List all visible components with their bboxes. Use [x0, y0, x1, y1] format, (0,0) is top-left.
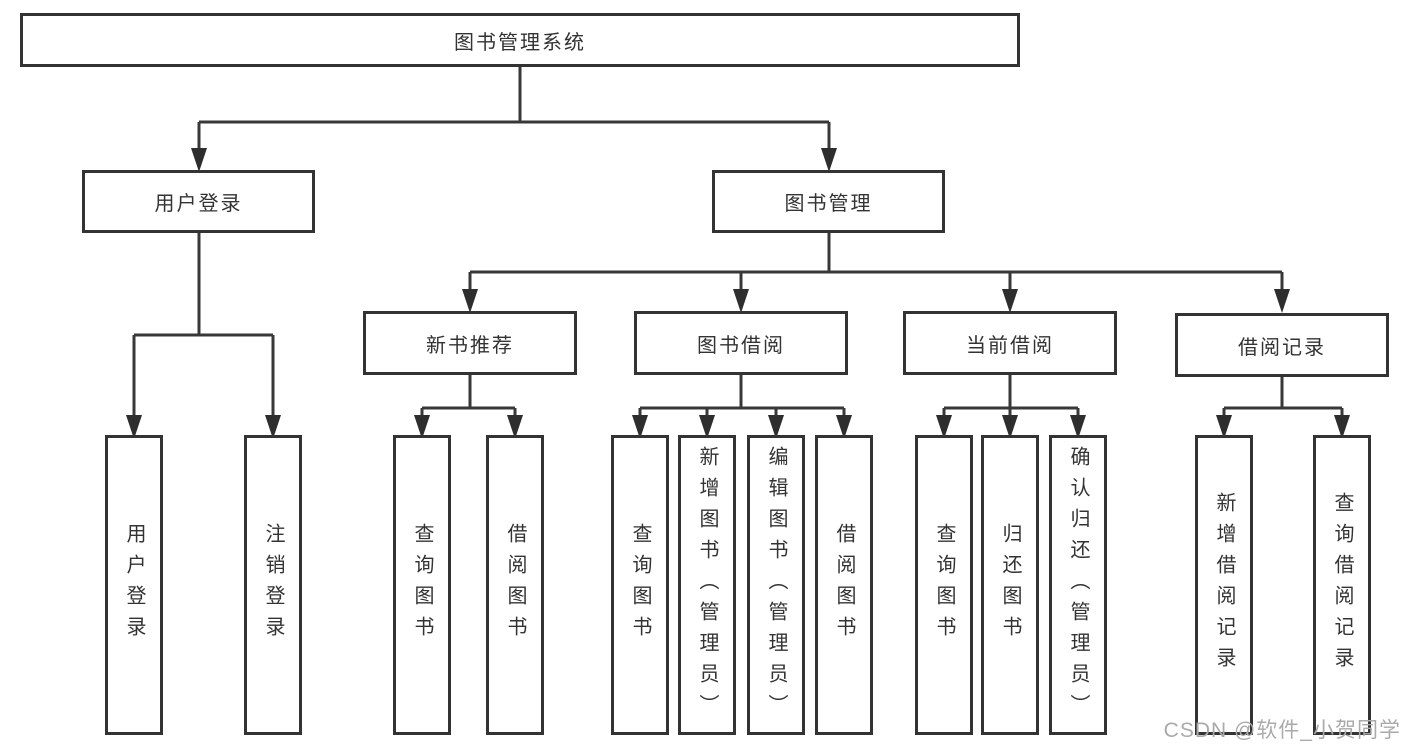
- leaf-query-books-borrow: 查询图书: [611, 435, 669, 735]
- node-new-book-recommend: 新书推荐: [363, 311, 577, 375]
- leaf-user-login: 用户登录: [105, 435, 163, 735]
- node-book-borrow: 图书借阅: [634, 311, 848, 375]
- node-current-borrow-label: 当前借阅: [966, 334, 1054, 357]
- node-root-label: 图书管理系统: [454, 31, 586, 54]
- leaf-borrow-books: 借阅图书: [815, 435, 873, 735]
- node-book-management: 图书管理: [712, 170, 945, 233]
- node-root: 图书管理系统: [20, 13, 1020, 67]
- leaf-confirm-return-admin: 确认归还（管理员）: [1049, 435, 1107, 735]
- node-user-login: 用户登录: [82, 170, 315, 233]
- node-new-book-recommend-label: 新书推荐: [426, 334, 514, 357]
- leaf-logout: 注销登录: [244, 435, 302, 735]
- node-borrow-records-label: 借阅记录: [1238, 336, 1326, 359]
- leaf-borrow-books-recommend: 借阅图书: [486, 435, 544, 735]
- leaf-return-book: 归还图书: [981, 435, 1039, 735]
- leaf-add-book-admin: 新增图书（管理员）: [678, 435, 736, 735]
- node-book-borrow-label: 图书借阅: [697, 334, 785, 357]
- csdn-watermark: CSDN @软件_小贺同学: [1163, 719, 1401, 742]
- leaf-query-borrow-record: 查询借阅记录: [1313, 435, 1371, 735]
- node-current-borrow: 当前借阅: [903, 311, 1117, 375]
- leaf-query-books-current: 查询图书: [915, 435, 973, 735]
- node-book-management-label: 图书管理: [784, 193, 873, 215]
- node-borrow-records: 借阅记录: [1175, 313, 1389, 377]
- node-user-login-label: 用户登录: [154, 193, 243, 215]
- leaf-edit-book-admin: 编辑图书（管理员）: [747, 435, 805, 735]
- leaf-query-books-recommend: 查询图书: [393, 435, 451, 735]
- leaf-add-borrow-record: 新增借阅记录: [1195, 435, 1253, 735]
